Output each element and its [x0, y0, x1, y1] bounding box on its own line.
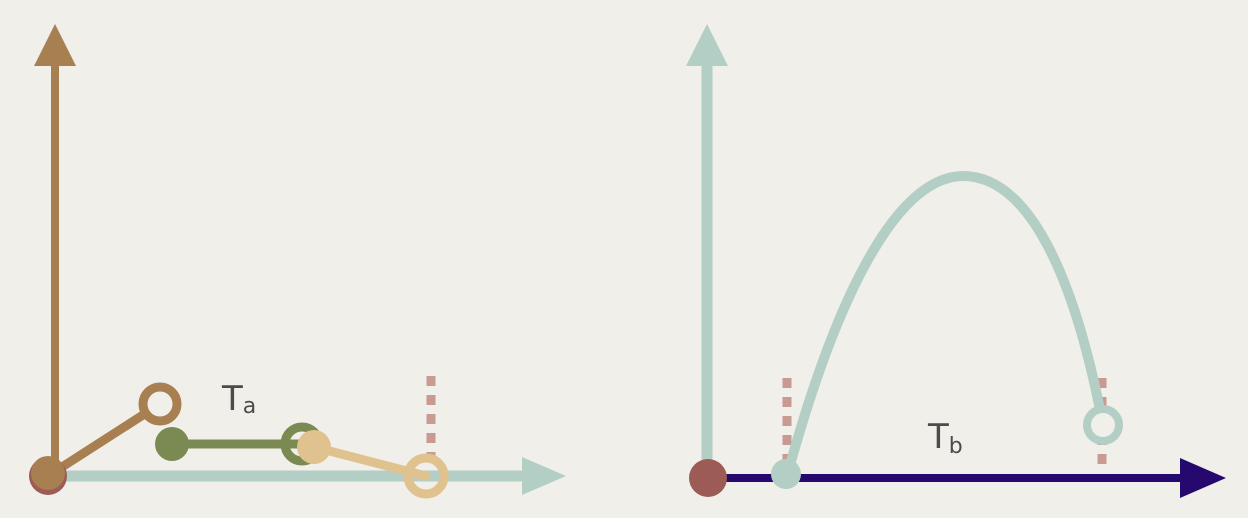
left-panel: Ta	[29, 24, 566, 499]
label-t-a-subscript: a	[243, 394, 256, 419]
arch-end-open-circle	[1083, 405, 1123, 445]
label-t-a: Ta	[221, 379, 256, 419]
label-t-b: Tb	[927, 417, 963, 459]
label-t-b-main: T	[927, 417, 949, 457]
brown-segment-end-open-circle	[138, 382, 182, 426]
left-y-axis-arrowhead	[34, 24, 76, 66]
sand-segment-end-open-circle	[403, 453, 449, 499]
right-x-axis-arrowhead	[1180, 458, 1226, 498]
right-origin-dot	[689, 459, 727, 497]
green-segment-start-dot	[155, 427, 189, 461]
right-y-axis-arrowhead	[686, 24, 728, 66]
label-t-b-subscript: b	[949, 434, 963, 459]
label-t-a-main: T	[221, 379, 243, 419]
sand-segment-start-dot	[297, 430, 331, 464]
left-x-axis-arrowhead	[522, 457, 566, 495]
brown-segment	[43, 399, 165, 481]
left-origin-dot-overlay	[31, 456, 65, 490]
arch-curve	[782, 170, 1107, 481]
arch-start-dot	[771, 459, 801, 489]
right-panel: Tb	[686, 24, 1226, 498]
